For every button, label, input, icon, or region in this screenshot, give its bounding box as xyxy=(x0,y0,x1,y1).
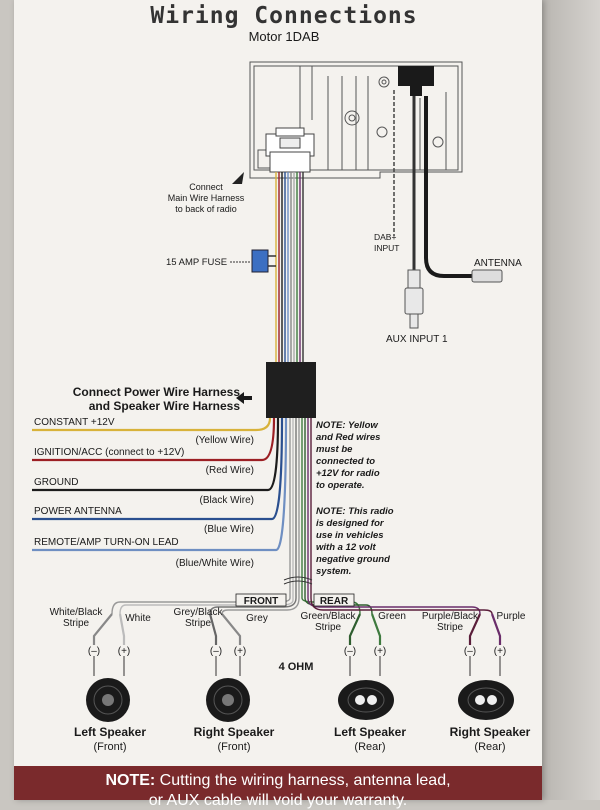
speaker-pos-rr: (Rear) xyxy=(474,741,505,753)
footer-line-1: Cutting the wiring harness, antenna lead… xyxy=(155,772,451,789)
harness-arrow-icon xyxy=(236,392,252,404)
power-wire-labels: CONSTANT +12V (Yellow Wire) IGNITION/ACC… xyxy=(34,417,254,569)
speaker-pos-rf: (Front) xyxy=(218,741,251,753)
power-wires xyxy=(32,417,288,552)
wire-label-rf-neg-2: Stripe xyxy=(185,618,212,629)
page-subtitle: Motor 1DAB xyxy=(249,29,320,44)
svg-text:(–): (–) xyxy=(88,646,100,657)
svg-text:(+): (+) xyxy=(118,646,131,657)
impedance-label: 4 OHM xyxy=(279,661,314,673)
warranty-note-banner: NOTE: Cutting the wiring harness, antenn… xyxy=(14,766,542,809)
speaker-name-lf: Left Speaker xyxy=(74,725,146,739)
fuse-holder xyxy=(251,249,269,273)
main-harness-connector xyxy=(265,127,315,173)
svg-text:connected to: connected to xyxy=(316,456,375,467)
speaker-name-lr: Left Speaker xyxy=(334,725,406,739)
svg-text:(+): (+) xyxy=(234,646,247,657)
wire-label-rr-neg-2: Stripe xyxy=(437,622,464,633)
wire-name-ground: GROUND xyxy=(34,477,78,488)
note-yellow-red: NOTE: Yellow and Red wires must be conne… xyxy=(316,420,380,491)
note-ground-system: NOTE: This radio is designed for use in … xyxy=(316,506,394,577)
upper-wire-bundle xyxy=(275,172,304,365)
wire-color-blue-white: (Blue/White Wire) xyxy=(176,558,254,569)
wire-name-ignition: IGNITION/ACC (connect to +12V) xyxy=(34,447,184,458)
harness-label-2: and Speaker Wire Harness xyxy=(89,399,241,413)
radio-back-unit xyxy=(249,61,463,179)
svg-text:NOTE: This radio: NOTE: This radio xyxy=(316,506,394,517)
connect-arrow-icon xyxy=(232,172,244,184)
aux-input-label: AUX INPUT 1 xyxy=(386,334,448,345)
svg-text:(–): (–) xyxy=(464,646,476,657)
svg-text:(–): (–) xyxy=(344,646,356,657)
svg-text:and Red wires: and Red wires xyxy=(316,432,380,443)
front-group-box xyxy=(235,593,287,607)
wire-label-rr-neg-1: Purple/Black xyxy=(422,611,479,622)
speaker-branch-wires xyxy=(92,613,502,676)
speaker-right-front xyxy=(206,678,250,722)
wire-label-rf-pos: Grey xyxy=(246,613,268,624)
speaker-name-rr: Right Speaker xyxy=(450,725,531,739)
svg-text:to operate.: to operate. xyxy=(316,480,365,491)
aux-plug xyxy=(404,269,424,329)
wire-label-lf-neg-1: White/Black xyxy=(50,607,104,618)
wire-name-power-antenna: POWER ANTENNA xyxy=(34,506,122,517)
connect-main-label-1: Connect xyxy=(189,182,223,192)
wire-label-lf-pos: White xyxy=(125,613,151,624)
antenna-cable xyxy=(424,96,476,278)
svg-text:(+): (+) xyxy=(494,646,507,657)
speaker-left-rear xyxy=(338,680,394,720)
wire-color-red: (Red Wire) xyxy=(206,465,254,476)
svg-text:NOTE: Yellow: NOTE: Yellow xyxy=(316,420,378,431)
svg-text:(–): (–) xyxy=(210,646,222,657)
footer-note-label: NOTE: xyxy=(105,772,156,789)
wire-name-constant: CONSTANT +12V xyxy=(34,417,115,428)
wire-color-black: (Black Wire) xyxy=(200,495,254,506)
fuse-label: 15 AMP FUSE xyxy=(166,257,227,268)
wire-label-lr-neg-2: Stripe xyxy=(315,622,342,633)
rear-group-label: REAR xyxy=(320,596,349,607)
connect-main-label-2: Main Wire Harness xyxy=(168,193,245,203)
antenna-socket-collar xyxy=(410,86,422,96)
dab-label-2: INPUT xyxy=(374,243,400,253)
wire-label-lf-neg-2: Stripe xyxy=(63,618,90,629)
wire-label-lr-pos: Green xyxy=(378,611,406,622)
svg-text:is designed for: is designed for xyxy=(316,518,385,529)
wire-color-blue: (Blue Wire) xyxy=(204,524,254,535)
svg-text:+12V for radio: +12V for radio xyxy=(316,468,380,479)
svg-text:system.: system. xyxy=(316,566,351,577)
antenna-socket xyxy=(398,66,434,86)
connect-main-label-3: to back of radio xyxy=(175,204,237,214)
wire-label-rf-neg-1: Grey/Black xyxy=(174,607,224,618)
front-group-label: FRONT xyxy=(244,596,278,607)
speaker-pos-lf: (Front) xyxy=(94,741,127,753)
wire-label-rr-pos: Purple xyxy=(497,611,526,622)
speaker-name-rf: Right Speaker xyxy=(194,725,275,739)
svg-text:negative ground: negative ground xyxy=(316,554,390,565)
page-title: Wiring Connections xyxy=(150,3,417,29)
antenna-label: ANTENNA xyxy=(474,258,522,269)
wire-color-yellow: (Yellow Wire) xyxy=(195,435,254,446)
svg-text:use in vehicles: use in vehicles xyxy=(316,530,384,541)
dab-label-1: DAB+ xyxy=(374,232,396,242)
svg-text:with a 12 volt: with a 12 volt xyxy=(316,542,376,553)
antenna-plug xyxy=(471,269,503,283)
rear-group-box xyxy=(313,593,355,607)
svg-text:(+): (+) xyxy=(374,646,387,657)
wire-label-lr-neg-1: Green/Black xyxy=(300,611,356,622)
speaker-pos-lr: (Rear) xyxy=(354,741,385,753)
power-speaker-harness-connector xyxy=(266,362,316,418)
background-surface xyxy=(542,0,600,800)
speaker-right-rear xyxy=(458,680,514,720)
polarity-markers: (–) (+) (–) (+) (–) (+) (–) (+) xyxy=(88,646,506,657)
svg-text:must be: must be xyxy=(316,444,353,455)
speaker-left-front xyxy=(86,678,130,722)
harness-label-1: Connect Power Wire Harness xyxy=(73,385,241,399)
footer-line-2: or AUX cable will void your warranty. xyxy=(148,792,408,809)
wire-name-remote: REMOTE/AMP TURN-ON LEAD xyxy=(34,537,179,548)
